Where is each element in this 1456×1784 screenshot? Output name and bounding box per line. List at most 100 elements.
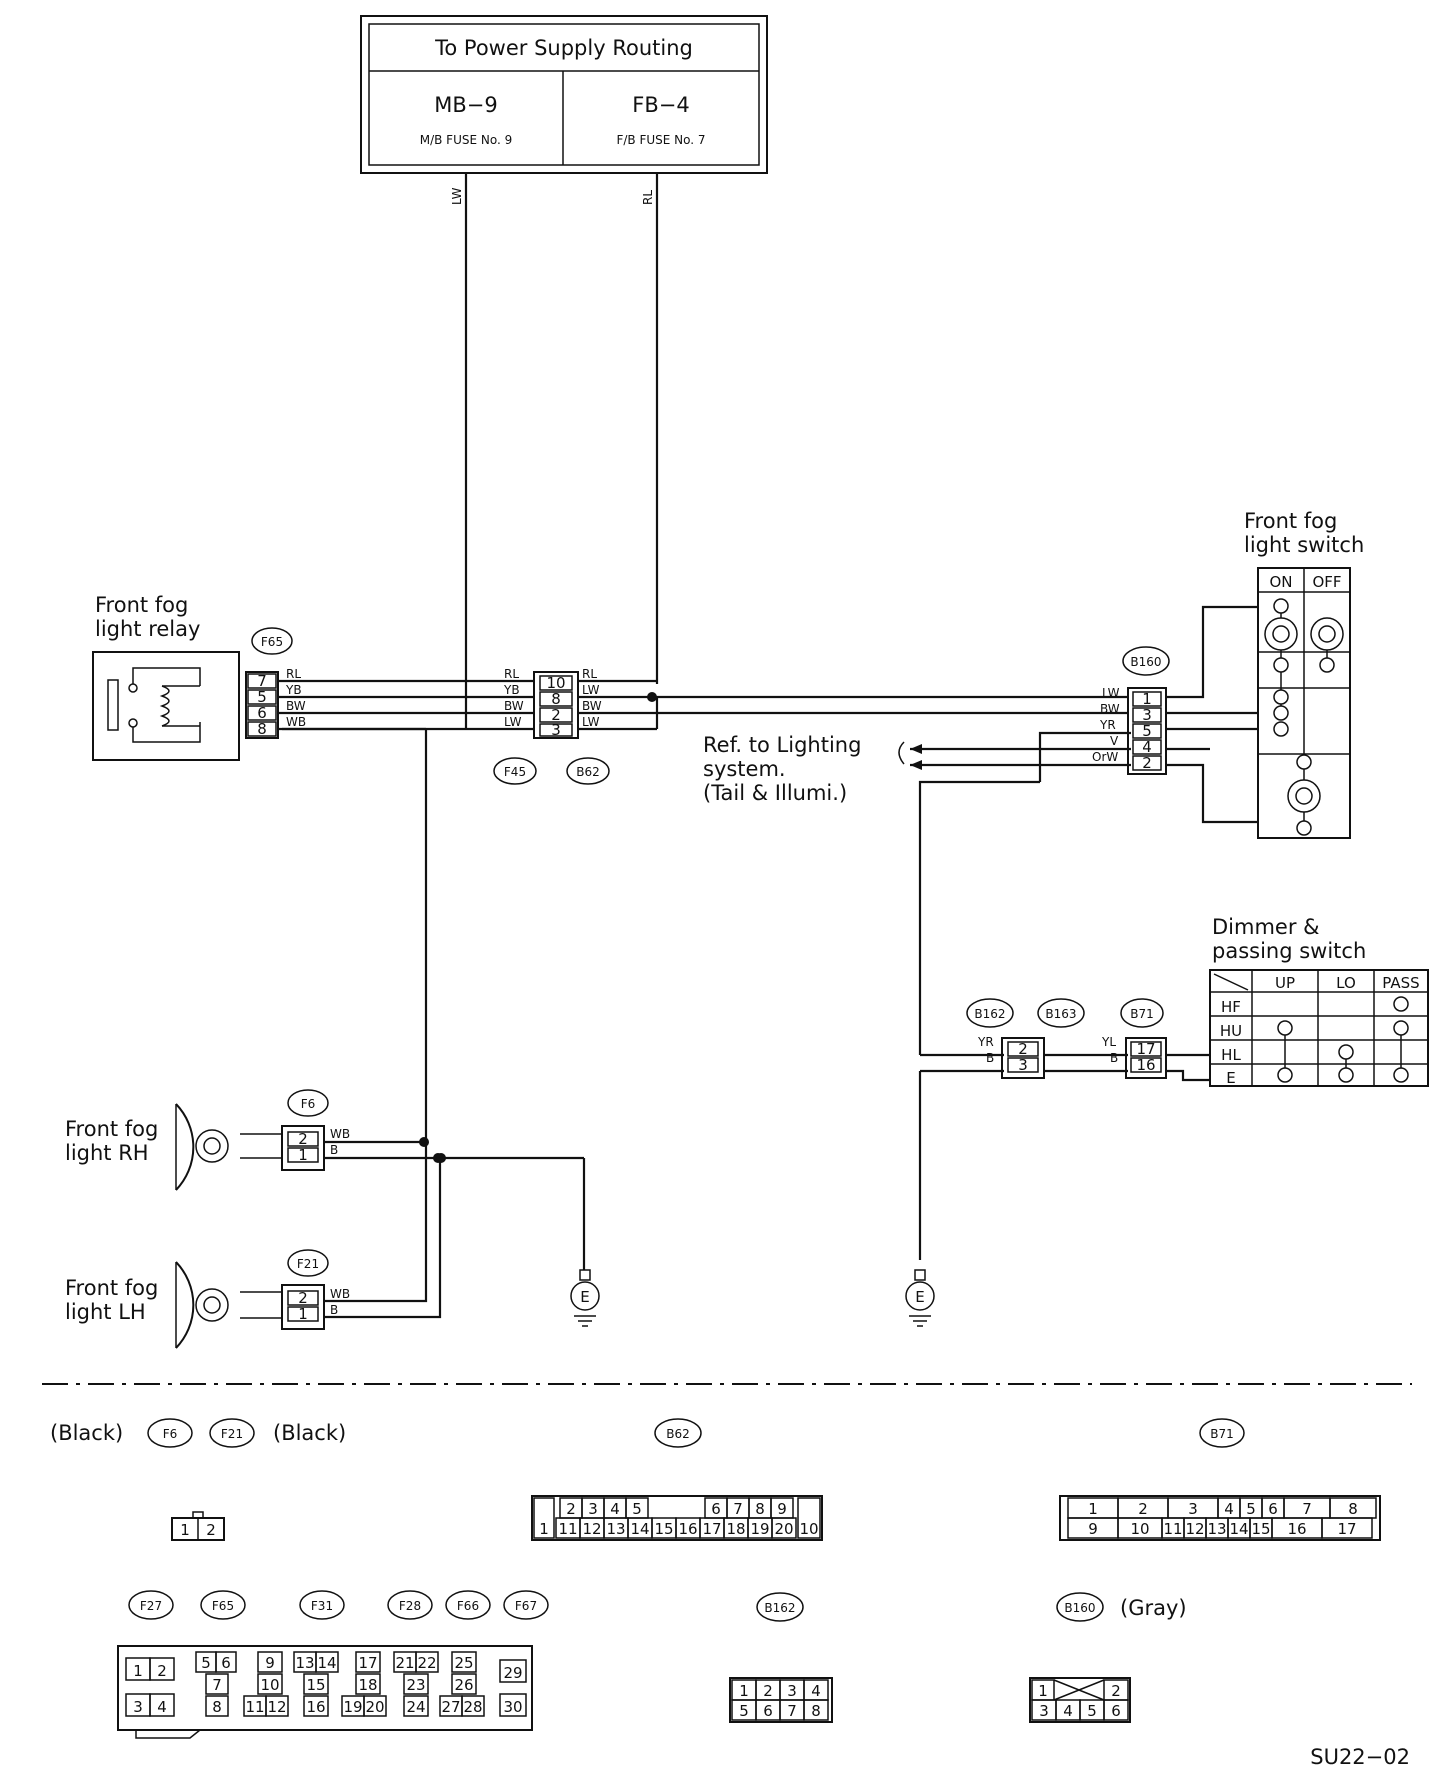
svg-text:F28: F28 [399, 1599, 421, 1613]
pin-cell [803, 1699, 829, 1721]
connector-f65-tag: F65 [251, 627, 293, 655]
pin-number: 19 [343, 1698, 362, 1716]
pin-number: 25 [454, 1654, 473, 1672]
pin-number: 2 [566, 1500, 576, 1518]
svg-text:2: 2 [298, 1130, 308, 1148]
svg-text:YL: YL [1101, 1035, 1116, 1049]
svg-text:B163: B163 [1045, 1007, 1076, 1021]
svg-text:passing switch: passing switch [1212, 939, 1366, 963]
svg-text:light LH: light LH [65, 1300, 146, 1324]
pin-number: 22 [417, 1654, 436, 1672]
pin-number: 10 [799, 1520, 818, 1538]
svg-text:F6: F6 [163, 1427, 178, 1441]
pin-number: 5 [1246, 1500, 1256, 1518]
svg-text:Front fog: Front fog [1244, 509, 1337, 533]
svg-text:7: 7 [257, 672, 267, 690]
svg-text:WB: WB [330, 1287, 350, 1301]
svg-text:F27: F27 [140, 1599, 162, 1613]
pin-number: 8 [755, 1500, 765, 1518]
svg-text:B71: B71 [1210, 1427, 1234, 1441]
fog-light-relay: Front fog light relay 7 5 6 8 [92, 593, 279, 761]
pin-number: 17 [1337, 1520, 1356, 1538]
svg-text:Front fog: Front fog [65, 1276, 158, 1300]
pin-number: 14 [630, 1520, 649, 1538]
pin-number: 8 [811, 1702, 821, 1720]
svg-text:5: 5 [257, 688, 267, 706]
svg-text:6: 6 [257, 704, 267, 722]
pin-cell [149, 1693, 175, 1717]
pin-number: 6 [1268, 1500, 1278, 1518]
svg-text:light RH: light RH [65, 1141, 149, 1165]
legend-f6-f21: (Black) F6 F21 (Black) 1 2 [50, 1418, 346, 1541]
svg-text:F65: F65 [212, 1599, 234, 1613]
svg-text:RL: RL [286, 667, 301, 681]
svg-text:OrW: OrW [1092, 750, 1118, 764]
svg-text:ON: ON [1269, 573, 1292, 591]
pin-number: 9 [265, 1654, 275, 1672]
pin-number: 7 [1302, 1500, 1312, 1518]
svg-text:B: B [330, 1143, 338, 1157]
pin-cell [499, 1659, 527, 1683]
relay-label-1: Front fog [95, 593, 188, 617]
pin-number: 18 [726, 1520, 745, 1538]
relay-label-2: light relay [95, 617, 200, 641]
svg-text:HL: HL [1221, 1046, 1241, 1064]
pin-cell [797, 1497, 821, 1539]
pin-number: 1 [133, 1662, 143, 1680]
pin-number: 11 [1163, 1520, 1182, 1538]
pin-number: 1 [739, 1682, 749, 1700]
svg-text:BW: BW [582, 699, 602, 713]
power-right-sub: F/B FUSE No. 7 [616, 133, 705, 147]
mid-wires: RL LW BW LW [578, 667, 1131, 731]
power-wires: LW RL [450, 173, 659, 728]
svg-text:HU: HU [1220, 1022, 1242, 1040]
svg-text:UP: UP [1275, 974, 1295, 992]
svg-text:PASS: PASS [1382, 974, 1419, 992]
pin-cell [451, 1673, 477, 1695]
pin-number: 3 [1039, 1702, 1049, 1720]
svg-text:WB: WB [286, 715, 306, 729]
pin-cell [363, 1695, 387, 1717]
pin-number: 4 [157, 1698, 167, 1716]
svg-text:3: 3 [1018, 1056, 1028, 1074]
pin-number: 7 [212, 1676, 222, 1694]
connector-b71: B71 17 16 YL B [1101, 998, 1167, 1079]
switch-wires [1166, 605, 1258, 824]
pin-number: 1 [539, 1520, 549, 1538]
svg-text:B: B [986, 1051, 994, 1065]
dimmer-switch: Dimmer & passing switch UP LO PASS HF HU… [1209, 915, 1429, 1087]
lamp-wires [324, 1137, 586, 1319]
pin-number: 14 [317, 1654, 336, 1672]
pin-cell [451, 1651, 477, 1673]
pin-number: 26 [454, 1676, 473, 1694]
blank-pin-cross [1053, 1679, 1105, 1701]
svg-text:E: E [580, 1288, 589, 1306]
svg-text:LW: LW [582, 683, 600, 697]
svg-text:Front fog: Front fog [65, 1117, 158, 1141]
pin-cell [149, 1657, 175, 1681]
svg-text:2: 2 [1142, 754, 1152, 772]
power-supply-box: To Power Supply Routing MB−9 M/B FUSE No… [360, 15, 768, 174]
svg-text:B62: B62 [576, 765, 600, 779]
pin-number: 24 [406, 1698, 425, 1716]
pin-cell [303, 1673, 329, 1695]
pin-cell [355, 1651, 381, 1673]
fog-light-switch: Front fog light switch ON OFF [1244, 509, 1364, 839]
wire-label-rl: RL [641, 190, 655, 205]
svg-text:2: 2 [551, 706, 561, 724]
pin-number: 7 [733, 1500, 743, 1518]
svg-text:LO: LO [1336, 974, 1356, 992]
svg-text:system.: system. [703, 757, 786, 781]
svg-text:E: E [1226, 1069, 1235, 1087]
svg-text:10: 10 [546, 674, 565, 692]
ref-lighting: Ref. to Lighting system. (Tail & Illumi.… [703, 731, 1131, 1055]
svg-text:YR: YR [1099, 718, 1116, 732]
svg-text:8: 8 [551, 690, 561, 708]
pin-number: 15 [654, 1520, 673, 1538]
svg-text:(Black): (Black) [50, 1421, 123, 1445]
svg-text:F65: F65 [261, 635, 283, 649]
connector-lock-tab [135, 1729, 201, 1739]
